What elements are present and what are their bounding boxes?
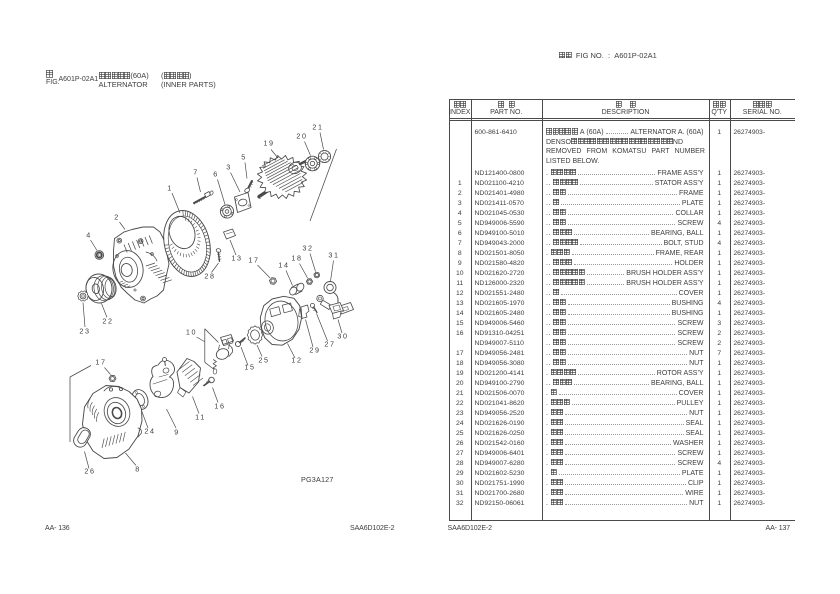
svg-text:18: 18 — [291, 254, 302, 263]
svg-text:26: 26 — [84, 467, 95, 476]
svg-text:24: 24 — [144, 427, 155, 436]
svg-text:10: 10 — [186, 328, 197, 337]
svg-text:4: 4 — [86, 231, 92, 240]
svg-text:3: 3 — [226, 163, 232, 172]
svg-text:11: 11 — [195, 413, 206, 422]
svg-text:9: 9 — [174, 428, 180, 437]
svg-text:5: 5 — [241, 153, 247, 162]
svg-text:PG3A127: PG3A127 — [301, 475, 334, 484]
svg-text:16: 16 — [214, 402, 225, 411]
svg-text:23: 23 — [79, 327, 90, 336]
svg-text:13: 13 — [231, 254, 242, 263]
svg-text:6: 6 — [213, 170, 219, 179]
svg-text:28: 28 — [204, 272, 215, 281]
svg-text:7: 7 — [193, 168, 199, 177]
svg-text:17: 17 — [248, 256, 259, 265]
svg-text:19: 19 — [263, 139, 274, 148]
svg-text:2: 2 — [114, 213, 120, 222]
svg-text:17: 17 — [95, 358, 106, 367]
svg-text:20: 20 — [296, 132, 307, 141]
svg-text:15: 15 — [244, 363, 255, 372]
svg-text:1: 1 — [167, 184, 173, 193]
svg-text:32: 32 — [302, 244, 313, 253]
svg-text:25: 25 — [258, 356, 269, 365]
svg-text:27: 27 — [324, 340, 335, 349]
svg-text:12: 12 — [291, 356, 302, 365]
svg-text:22: 22 — [102, 317, 113, 326]
svg-text:29: 29 — [309, 346, 320, 355]
svg-text:14: 14 — [278, 261, 289, 270]
svg-text:31: 31 — [328, 251, 339, 260]
svg-text:21: 21 — [312, 123, 323, 132]
svg-text:30: 30 — [337, 332, 348, 341]
svg-text:8: 8 — [135, 465, 141, 474]
